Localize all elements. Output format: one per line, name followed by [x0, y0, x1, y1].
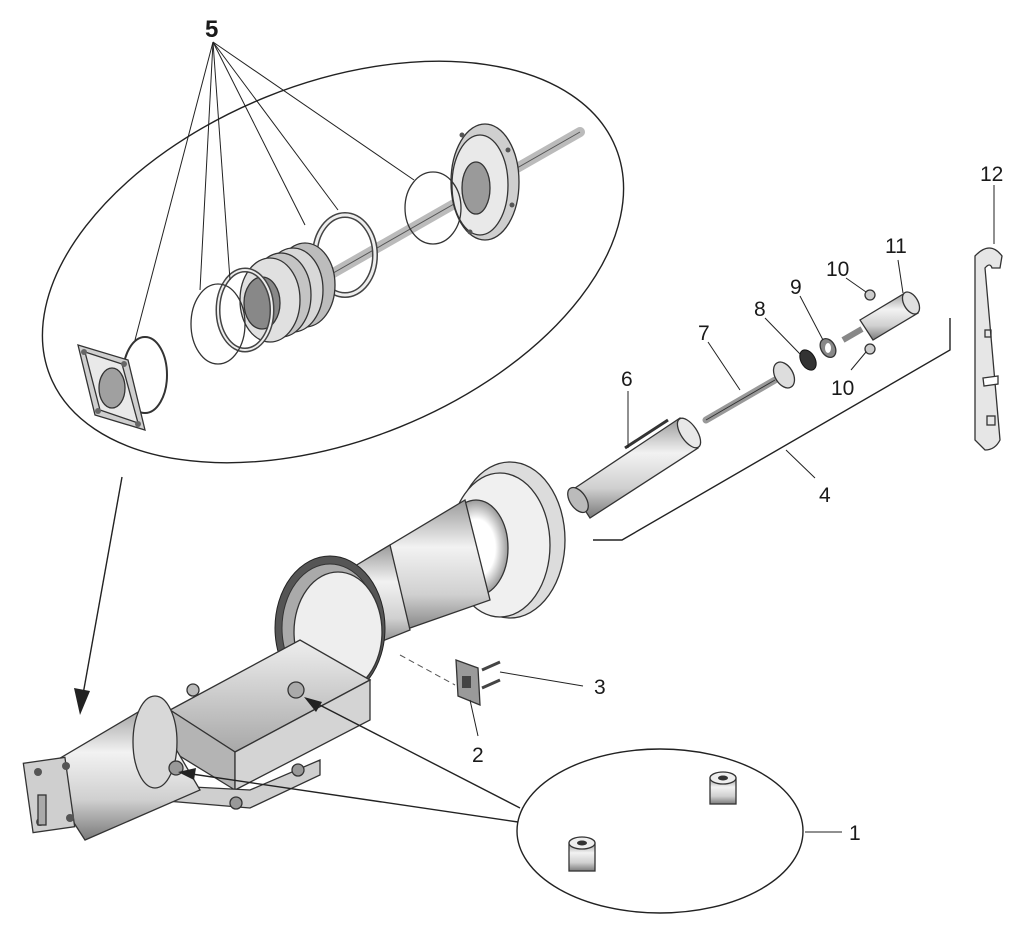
- label-12: 12: [980, 163, 1003, 186]
- label-8: 8: [754, 298, 766, 321]
- plate-2: [455, 659, 481, 706]
- label-5-leaders: [134, 41, 415, 341]
- detail-1-arrows: [178, 697, 521, 823]
- seal-ring: [190, 283, 246, 365]
- label-4: 4: [819, 484, 831, 507]
- label-1: 1: [849, 822, 861, 845]
- ball-10-lower: [864, 343, 876, 355]
- bushing-detail-ellipse: [516, 748, 804, 914]
- actuator-cylinder: [22, 695, 201, 841]
- seal-detail-callout: [41, 41, 625, 715]
- label-2: 2: [472, 744, 484, 767]
- nut: [287, 681, 305, 699]
- seal-stack: [239, 242, 336, 343]
- detail-end-flange: [450, 123, 520, 241]
- label-10-lower: 10: [831, 377, 854, 400]
- label-10-upper: 10: [826, 258, 849, 281]
- shaft-7: [702, 361, 796, 424]
- seal-ring: [404, 171, 462, 245]
- pin-11: [841, 291, 921, 343]
- bushing: [568, 836, 596, 872]
- wrench-12: [974, 247, 1003, 451]
- main-assembly: [22, 461, 566, 841]
- detail-square-flange: [77, 344, 146, 431]
- screws-3: [481, 660, 501, 690]
- leader-lines: [469, 185, 995, 833]
- nut: [291, 763, 305, 777]
- spring-8: [799, 349, 817, 371]
- ball-10-upper: [864, 289, 876, 301]
- bushing-detail-callout: [516, 748, 804, 914]
- assembly-centerline: [399, 654, 456, 686]
- nut: [229, 796, 243, 810]
- nut: [168, 760, 184, 776]
- detail-arrow-head: [74, 688, 90, 715]
- label-5: 5: [205, 16, 218, 43]
- group-4-bracket: [593, 318, 951, 541]
- nut: [186, 683, 200, 697]
- shaft-sleeve-6: [567, 417, 702, 519]
- label-7: 7: [698, 322, 710, 345]
- bushing: [709, 771, 737, 805]
- label-11: 11: [885, 235, 907, 258]
- detail-arrow-line: [81, 476, 123, 701]
- label-3: 3: [594, 676, 606, 699]
- seal-detail-ellipse: [41, 60, 625, 464]
- label-9: 9: [790, 276, 802, 299]
- label-6: 6: [621, 368, 633, 391]
